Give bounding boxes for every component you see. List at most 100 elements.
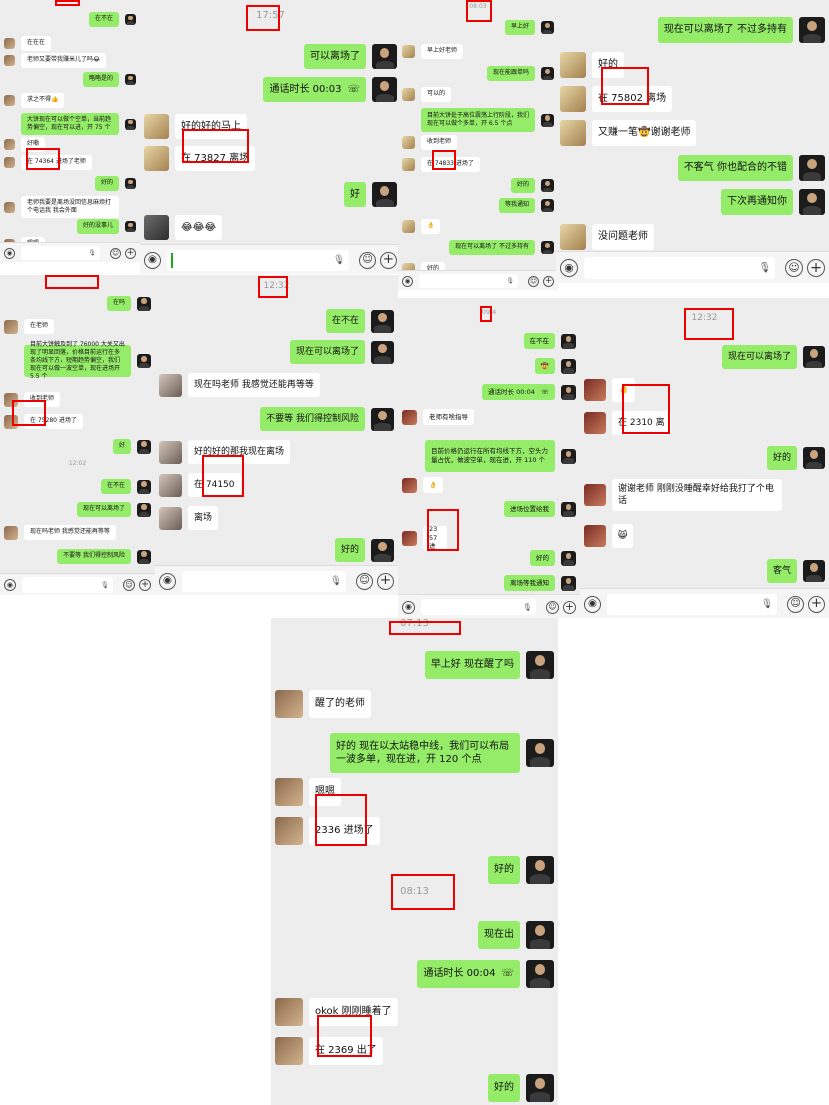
received-message-bubble[interactable]: 现在吗老师 我感觉还能再等等	[188, 373, 320, 397]
received-message-bubble[interactable]: 在 73827 离场	[175, 146, 256, 171]
teacher-avatar[interactable]	[371, 407, 394, 431]
user-avatar[interactable]	[402, 158, 415, 171]
sent-message-bubble[interactable]: 离场等我通知	[504, 575, 555, 591]
message-input[interactable]: 🎙	[167, 249, 349, 271]
sent-message-bubble[interactable]: 🤠	[534, 358, 555, 374]
sent-message-bubble[interactable]: 通话时长 00:03☏	[263, 77, 366, 102]
teacher-avatar[interactable]	[561, 384, 576, 400]
emoji-icon[interactable]: ☺	[356, 572, 373, 590]
teacher-avatar[interactable]	[561, 550, 576, 566]
received-message-bubble[interactable]: 没问题老师	[592, 224, 654, 250]
user-avatar[interactable]	[402, 220, 415, 233]
sent-message-bubble[interactable]: 现在可以离场了	[721, 345, 797, 369]
user-avatar[interactable]	[4, 139, 15, 150]
teacher-avatar[interactable]	[541, 199, 554, 212]
user-avatar[interactable]	[402, 477, 417, 493]
sent-message-bubble[interactable]: 现在可以离场了	[76, 502, 131, 517]
teacher-avatar[interactable]	[541, 241, 554, 254]
user-avatar[interactable]	[402, 409, 417, 425]
received-message-bubble[interactable]: 老师有啥指导	[423, 409, 474, 425]
mic-icon[interactable]: 🎙	[522, 602, 532, 612]
teacher-avatar[interactable]	[137, 296, 151, 311]
sent-message-bubble[interactable]: 在吗	[106, 296, 131, 311]
emoji-icon[interactable]: ☺	[110, 247, 121, 259]
received-message-bubble[interactable]: 在 74150	[188, 473, 241, 497]
received-message-bubble[interactable]: 好嘞	[21, 137, 46, 152]
plus-icon[interactable]: +	[380, 251, 397, 269]
teacher-avatar[interactable]	[561, 358, 576, 374]
sent-message-bubble[interactable]: 好的	[530, 550, 555, 566]
sent-message-bubble[interactable]: 在不在	[88, 12, 119, 27]
user-avatar[interactable]	[144, 215, 169, 240]
sent-message-bubble[interactable]: 早上好	[504, 20, 535, 35]
sent-message-bubble[interactable]: 通话时长 00:04☏	[482, 384, 555, 400]
emoji-icon[interactable]: ☺	[787, 595, 804, 613]
teacher-avatar[interactable]	[541, 21, 554, 34]
user-avatar[interactable]	[560, 224, 586, 250]
sent-message-bubble[interactable]: 客气	[766, 559, 797, 583]
voice-icon[interactable]: ◉	[4, 247, 15, 259]
teacher-avatar[interactable]	[541, 67, 554, 80]
sent-message-bubble[interactable]: 好的	[510, 178, 535, 193]
sent-message-bubble[interactable]: 现在出	[478, 921, 520, 949]
sent-message-bubble[interactable]: 好的	[766, 446, 797, 470]
mic-icon[interactable]: 🎙	[100, 580, 109, 589]
teacher-avatar[interactable]	[803, 346, 825, 368]
received-message-bubble[interactable]: 嗯嗯	[309, 778, 341, 806]
received-message-bubble[interactable]: 👌	[421, 219, 441, 234]
received-message-bubble[interactable]: 可以的	[421, 87, 452, 102]
received-message-bubble[interactable]: 👌	[423, 477, 444, 493]
user-avatar[interactable]	[275, 1037, 303, 1065]
mic-icon[interactable]: 🎙	[333, 254, 345, 266]
teacher-avatar[interactable]	[799, 155, 825, 181]
user-avatar[interactable]	[4, 319, 18, 334]
teacher-avatar[interactable]	[372, 77, 397, 102]
user-avatar[interactable]	[275, 690, 303, 718]
user-avatar[interactable]	[4, 201, 15, 213]
teacher-avatar[interactable]	[125, 74, 136, 85]
sent-message-bubble[interactable]: 好	[112, 439, 131, 454]
teacher-avatar[interactable]	[137, 479, 151, 494]
received-message-bubble[interactable]: 2357 进	[423, 525, 447, 550]
voice-icon[interactable]: ◉	[159, 572, 176, 590]
received-message-bubble[interactable]: 老师又要带我赚米儿了吗😂	[21, 53, 107, 68]
sent-message-bubble[interactable]: 现在可以离场了 不过多持有	[449, 240, 535, 255]
message-input[interactable]: 🎙	[22, 577, 113, 593]
teacher-avatar[interactable]	[803, 447, 825, 469]
user-avatar[interactable]	[275, 998, 303, 1026]
user-avatar[interactable]	[560, 86, 586, 112]
received-message-bubble[interactable]: 早上好老师	[421, 44, 464, 59]
sent-message-bubble[interactable]: 早上好 现在醒了吗	[424, 651, 520, 679]
teacher-avatar[interactable]	[137, 354, 151, 368]
received-message-bubble[interactable]: 在 2369 出了	[309, 1037, 383, 1065]
teacher-avatar[interactable]	[541, 113, 554, 127]
teacher-avatar[interactable]	[526, 739, 554, 767]
mic-icon[interactable]: 🎙	[330, 575, 342, 587]
mic-icon[interactable]: 🎙	[758, 262, 771, 274]
sent-message-bubble[interactable]: 目前大饼处于高位震荡上行阶段，我们现在可以做个多单，开 6.5 个点	[421, 108, 535, 132]
user-avatar[interactable]	[402, 530, 417, 546]
received-message-bubble[interactable]: 好的好的那我现在离场	[188, 440, 291, 464]
teacher-avatar[interactable]	[371, 309, 394, 333]
sent-message-bubble[interactable]: 好的	[488, 1074, 520, 1102]
sent-message-bubble[interactable]: 略略是的	[82, 72, 119, 87]
teacher-avatar[interactable]	[561, 575, 576, 591]
teacher-avatar[interactable]	[125, 221, 136, 232]
emoji-icon[interactable]: ☺	[546, 600, 559, 614]
received-message-bubble[interactable]: 离场	[188, 506, 219, 530]
teacher-avatar[interactable]	[137, 549, 151, 564]
received-message-bubble[interactable]: 在 2310 离	[612, 411, 671, 435]
teacher-avatar[interactable]	[137, 439, 151, 454]
message-input[interactable]: 🎙	[419, 274, 518, 288]
teacher-avatar[interactable]	[799, 17, 825, 43]
user-avatar[interactable]	[584, 484, 606, 506]
sent-message-bubble[interactable]: 目前价格仍运行在所有均线下方，空头力量占优，做波空单，现在进，开 110 个	[425, 440, 555, 472]
received-message-bubble[interactable]: 👌	[612, 378, 636, 402]
user-avatar[interactable]	[4, 38, 15, 49]
sent-message-bubble[interactable]: 不要等 我们得控制风险	[260, 407, 365, 431]
sent-message-bubble[interactable]: 好	[344, 182, 366, 207]
received-message-bubble[interactable]: 好的好的马上	[175, 114, 247, 139]
user-avatar[interactable]	[159, 373, 182, 397]
received-message-bubble[interactable]: 醒了的老师	[309, 690, 371, 718]
user-avatar[interactable]	[584, 379, 606, 401]
